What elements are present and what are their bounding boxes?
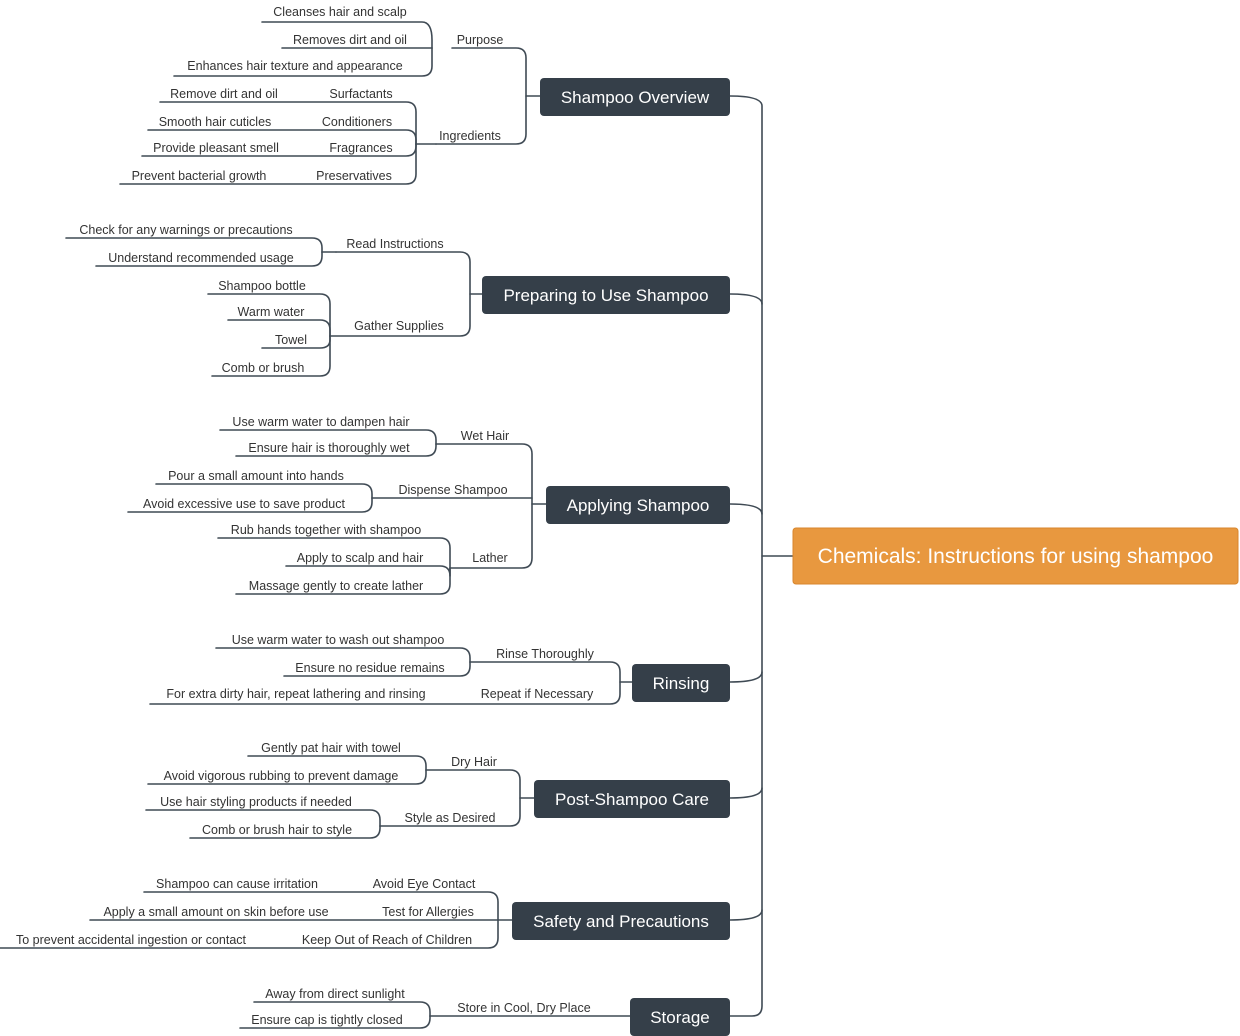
detail-item[interactable]: Apply a small amount on skin before use bbox=[103, 905, 328, 919]
detail-item[interactable]: Check for any warnings or precautions bbox=[79, 223, 292, 237]
detail-item[interactable]: Warm water bbox=[238, 305, 305, 319]
detail-item[interactable]: Avoid vigorous rubbing to prevent damage bbox=[164, 769, 399, 783]
detail-removes-dirt[interactable]: Removes dirt and oil bbox=[293, 33, 407, 47]
subtopic-keep-out-of-reach[interactable]: Keep Out of Reach of Children bbox=[302, 933, 472, 947]
detail-item[interactable]: Ensure cap is tightly closed bbox=[251, 1013, 403, 1027]
detail-item[interactable]: Use warm water to wash out shampoo bbox=[232, 633, 445, 647]
topic-box bbox=[546, 486, 730, 524]
detail-item[interactable]: Gently pat hair with towel bbox=[261, 741, 401, 755]
topic-box bbox=[630, 998, 730, 1036]
topic-label: Rinsing bbox=[653, 674, 710, 693]
detail-item[interactable]: For extra dirty hair, repeat lathering a… bbox=[166, 687, 425, 701]
detail-cleanses-hair[interactable]: Cleanses hair and scalp bbox=[273, 5, 406, 19]
root-title: Chemicals: Instructions for using shampo… bbox=[818, 545, 1214, 568]
detail-item[interactable]: Use warm water to dampen hair bbox=[232, 415, 409, 429]
topic-label: Safety and Precautions bbox=[533, 912, 709, 931]
ingredient-surfactants[interactable]: Surfactants bbox=[329, 87, 392, 101]
subtopic-avoid-eye-contact[interactable]: Avoid Eye Contact bbox=[373, 877, 476, 891]
topic-preparing-to-use-shampoo[interactable]: Preparing to Use Shampoo bbox=[482, 276, 730, 314]
detail-item[interactable]: Away from direct sunlight bbox=[265, 987, 405, 1001]
detail-item[interactable]: Apply to scalp and hair bbox=[297, 551, 423, 565]
root-node[interactable]: Chemicals: Instructions for using shampo… bbox=[792, 527, 1239, 585]
subtopic-dry-hair[interactable]: Dry Hair bbox=[451, 755, 497, 769]
detail-item[interactable]: Pour a small amount into hands bbox=[168, 469, 344, 483]
ingredient-conditioners[interactable]: Conditioners bbox=[322, 115, 392, 129]
topic-label: Applying Shampoo bbox=[567, 496, 710, 515]
subtopic-read-instructions[interactable]: Read Instructions bbox=[346, 237, 443, 251]
detail-item[interactable]: Massage gently to create lather bbox=[249, 579, 423, 593]
topic-label: Storage bbox=[650, 1008, 710, 1027]
topic-shampoo-overview[interactable]: Shampoo Overview bbox=[540, 78, 730, 116]
detail-item[interactable]: Ensure no residue remains bbox=[295, 661, 444, 675]
detail-item[interactable]: Shampoo bottle bbox=[218, 279, 306, 293]
subtopic-style-as-desired[interactable]: Style as Desired bbox=[404, 811, 495, 825]
detail-enhances-texture[interactable]: Enhances hair texture and appearance bbox=[187, 59, 402, 73]
ingredient-note[interactable]: Smooth hair cuticles bbox=[159, 115, 272, 129]
topic-post-shampoo-care[interactable]: Post-Shampoo Care bbox=[534, 780, 730, 818]
topic-applying-shampoo[interactable]: Applying Shampoo bbox=[546, 486, 730, 524]
subtopic-wet-hair[interactable]: Wet Hair bbox=[461, 429, 509, 443]
detail-item[interactable]: Avoid excessive use to save product bbox=[143, 497, 345, 511]
ingredient-preservatives[interactable]: Preservatives bbox=[316, 169, 392, 183]
topic-box bbox=[632, 664, 730, 702]
topic-storage[interactable]: Storage bbox=[630, 998, 730, 1036]
root-node-box bbox=[792, 527, 1239, 585]
detail-item[interactable]: Use hair styling products if needed bbox=[160, 795, 352, 809]
ingredient-note[interactable]: Prevent bacterial growth bbox=[132, 169, 267, 183]
subtopic-test-for-allergies[interactable]: Test for Allergies bbox=[382, 905, 474, 919]
subtopic-store-cool-dry[interactable]: Store in Cool, Dry Place bbox=[457, 1001, 590, 1015]
topic-label: Post-Shampoo Care bbox=[555, 790, 709, 809]
topic-label: Shampoo Overview bbox=[561, 88, 710, 107]
topic-box bbox=[540, 78, 730, 116]
ingredient-note[interactable]: Remove dirt and oil bbox=[170, 87, 278, 101]
subtopic-lather[interactable]: Lather bbox=[472, 551, 507, 565]
detail-item[interactable]: Towel bbox=[275, 333, 307, 347]
topic-box bbox=[534, 780, 730, 818]
topic-box bbox=[482, 276, 730, 314]
ingredient-note[interactable]: Provide pleasant smell bbox=[153, 141, 279, 155]
subtopic-gather-supplies[interactable]: Gather Supplies bbox=[354, 319, 444, 333]
detail-item[interactable]: Comb or brush bbox=[222, 361, 305, 375]
ingredient-fragrances[interactable]: Fragrances bbox=[329, 141, 392, 155]
subtopic-purpose[interactable]: Purpose bbox=[457, 33, 504, 47]
subtopic-ingredients[interactable]: Ingredients bbox=[439, 129, 501, 143]
detail-item[interactable]: Ensure hair is thoroughly wet bbox=[248, 441, 410, 455]
topic-rinsing[interactable]: Rinsing bbox=[632, 664, 730, 702]
subtopic-rinse-thoroughly[interactable]: Rinse Thoroughly bbox=[496, 647, 594, 661]
detail-item[interactable]: Rub hands together with shampoo bbox=[231, 523, 421, 537]
topic-label: Preparing to Use Shampoo bbox=[503, 286, 708, 305]
connector-lines bbox=[0, 21, 794, 1029]
detail-item[interactable]: Comb or brush hair to style bbox=[202, 823, 352, 837]
detail-item[interactable]: Shampoo can cause irritation bbox=[156, 877, 318, 891]
detail-item[interactable]: Understand recommended usage bbox=[108, 251, 294, 265]
subtopic-repeat-if-necessary[interactable]: Repeat if Necessary bbox=[481, 687, 594, 701]
detail-item[interactable]: To prevent accidental ingestion or conta… bbox=[16, 933, 247, 947]
subtopic-dispense-shampoo[interactable]: Dispense Shampoo bbox=[398, 483, 507, 497]
topic-safety-and-precautions[interactable]: Safety and Precautions bbox=[512, 902, 730, 940]
topic-box bbox=[512, 902, 730, 940]
